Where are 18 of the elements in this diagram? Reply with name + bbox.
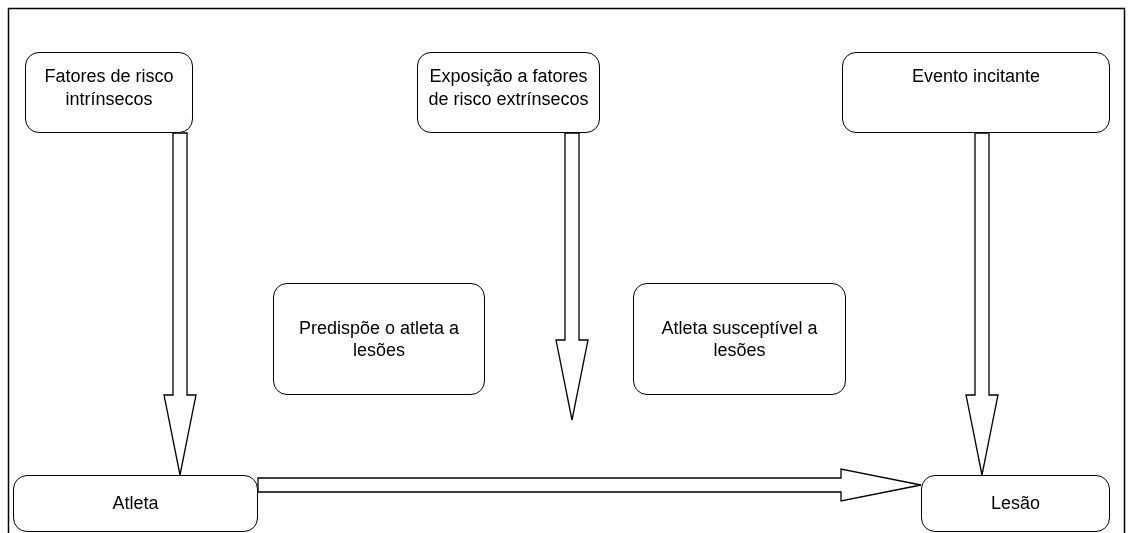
box-label: Evento incitante	[911, 65, 1041, 88]
box-label: Exposição a fatores de risco extrínsecos	[427, 65, 590, 110]
box-label: Lesão	[990, 492, 1040, 515]
block-arrow	[257, 468, 922, 502]
block-arrow	[163, 132, 197, 476]
box-label: Atleta	[112, 492, 159, 515]
block-arrow	[965, 132, 999, 476]
box-label: Predispõe o atleta a lesões	[297, 316, 461, 362]
process-box	[273, 283, 485, 395]
process-box	[13, 475, 258, 532]
process-box	[921, 475, 1110, 532]
process-box	[25, 52, 193, 133]
process-box	[417, 52, 600, 133]
box-label: Fatores de risco intrínsecos	[43, 65, 175, 110]
box-label: Atleta susceptível a lesões	[660, 316, 819, 362]
block-arrow	[555, 132, 589, 421]
process-box	[842, 52, 1110, 133]
process-box	[633, 283, 846, 395]
